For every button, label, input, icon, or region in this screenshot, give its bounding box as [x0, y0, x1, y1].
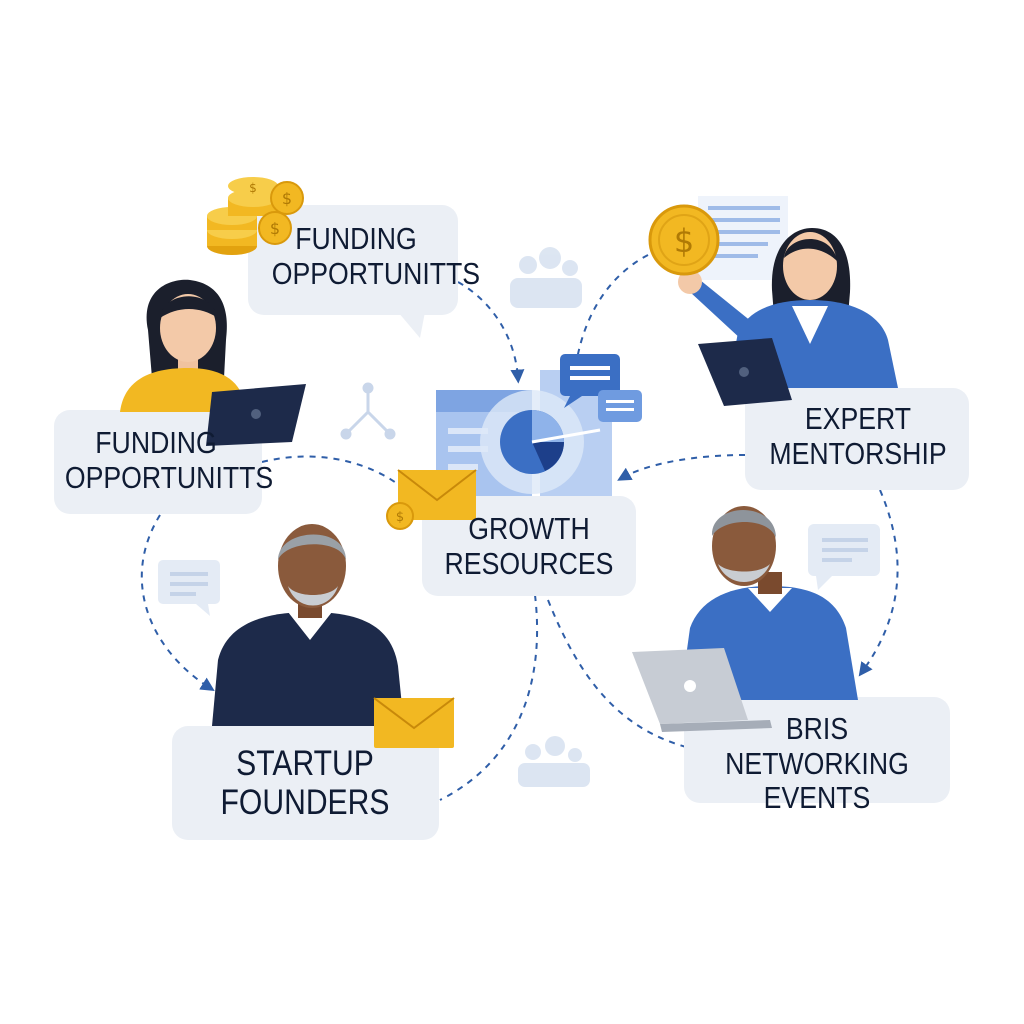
node-funding-top	[248, 205, 458, 338]
older-man-founder-figure	[212, 524, 455, 748]
arrow-mentor-to-networking	[858, 489, 899, 677]
network-icon	[340, 382, 396, 440]
dollar-coin-icon-small: $	[386, 502, 414, 530]
node-title-line2: OPPORTUNITTS	[64, 459, 274, 495]
node-title-line2: OPPORTUNITTS	[271, 255, 481, 291]
dollar-coin-icon: $	[648, 204, 720, 276]
connector-growth-to-networking	[547, 599, 691, 749]
node-title-line1: EXPERT	[804, 401, 912, 436]
svg-text:$: $	[282, 189, 292, 208]
node-label-mentorship: EXPERT MENTORSHIP	[765, 401, 951, 471]
node-title-line2: FOUNDERS	[220, 783, 390, 823]
woman-founder-figure	[120, 279, 306, 446]
chat-bubble-icon-left	[158, 560, 220, 616]
background-people-icon-top	[510, 247, 582, 308]
node-panel-mentorship	[745, 388, 969, 490]
arrow-funding-to-growth	[457, 281, 525, 384]
chat-bubble-icon-growth-1	[560, 354, 620, 408]
svg-text:$: $	[396, 510, 404, 525]
arrow-mentor-to-growth	[617, 454, 746, 481]
node-label-funding-left: FUNDING OPPORTUNITTS	[64, 425, 274, 495]
svg-text:$: $	[674, 222, 694, 260]
background-people-icon-bottom	[518, 736, 590, 787]
node-panel-growth	[422, 496, 636, 596]
connector-left-to-growth	[261, 455, 416, 501]
node-label-networking: BRIS NETWORKING EVENTS	[697, 711, 936, 816]
laptop-icon-mentor	[698, 338, 792, 406]
coin-stack-icon: $ $ $	[207, 177, 304, 255]
node-title-line2: MENTORSHIP	[769, 435, 947, 471]
svg-text:$: $	[249, 181, 257, 195]
node-label-founders: STARTUP FOUNDERS	[199, 744, 411, 822]
node-title-line1: BRIS	[785, 711, 849, 746]
node-title-line2: RESOURCES	[444, 545, 614, 581]
pie-chart-icon	[500, 410, 601, 474]
laptop-icon-networking	[632, 648, 772, 732]
laptop-icon-left	[206, 384, 306, 446]
svg-text:$: $	[270, 219, 280, 238]
node-title-line1: FUNDING	[95, 425, 217, 460]
document-icon	[698, 196, 788, 280]
connector-arrows	[140, 254, 899, 801]
node-panel	[248, 205, 458, 315]
node-title-line1: STARTUP	[236, 744, 374, 783]
node-title-line1: FUNDING	[295, 221, 417, 256]
node-panel-founders	[172, 726, 439, 840]
envelope-icon-growth	[397, 469, 477, 520]
connector-mentor-top	[574, 254, 649, 373]
node-title-line1: GROWTH	[468, 511, 590, 546]
node-label-funding-top: FUNDING OPPORTUNITTS	[271, 221, 481, 291]
connector-growth-to-founders	[439, 594, 539, 801]
chat-bubble-icon-growth-2	[598, 390, 642, 422]
node-label-growth: GROWTH RESOURCES	[440, 511, 617, 581]
arrow-left-to-founders	[140, 514, 215, 691]
mentor-figure: $	[648, 196, 898, 406]
node-title-line2: NETWORKING EVENTS	[725, 745, 909, 816]
networking-man-figure	[632, 506, 858, 732]
growth-dashboard-illustration	[436, 354, 642, 496]
chat-bubble-icon-right	[808, 524, 880, 590]
envelope-icon-founders	[373, 697, 455, 748]
